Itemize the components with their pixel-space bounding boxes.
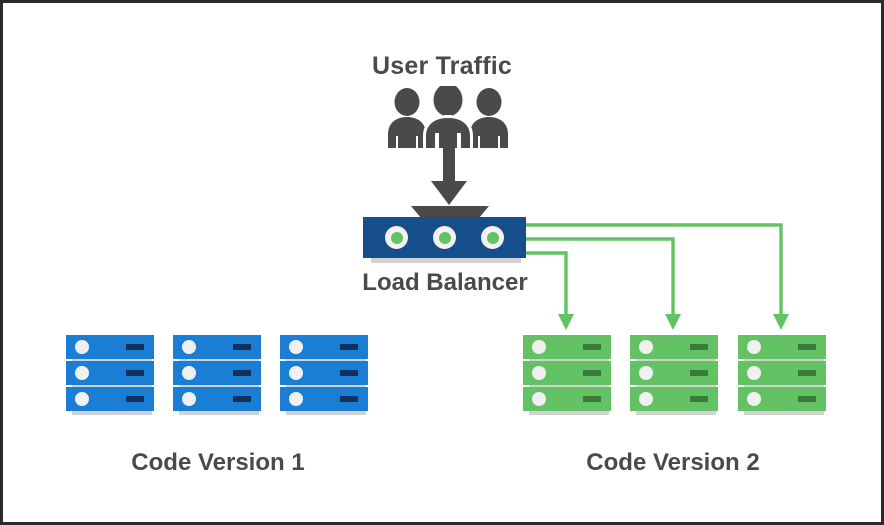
status-led-icon-2 (433, 226, 456, 249)
server-rack-green-1[interactable] (523, 335, 611, 415)
user-traffic-label: User Traffic (372, 52, 512, 80)
unit-shadow (72, 411, 152, 415)
server-unit (523, 335, 611, 363)
status-led-icon (182, 366, 196, 380)
load-balancer-lid-icon (411, 206, 489, 218)
server-unit (66, 335, 154, 363)
server-unit (630, 387, 718, 415)
drive-slot-icon (340, 396, 358, 402)
unit-shadow (286, 411, 366, 415)
status-led-icon (747, 392, 761, 406)
server-unit (173, 387, 261, 415)
load-balancer-label: Load Balancer (362, 269, 528, 296)
status-led-icon (747, 366, 761, 380)
drive-slot-icon (798, 370, 816, 376)
drive-slot-icon (126, 370, 144, 376)
status-led-icon (532, 340, 546, 354)
status-led-icon (75, 340, 89, 354)
server-unit (173, 361, 261, 389)
server-unit (66, 361, 154, 389)
drive-slot-icon (583, 396, 601, 402)
status-led-icon (289, 392, 303, 406)
drive-slot-icon (798, 396, 816, 402)
server-unit (738, 387, 826, 415)
drive-slot-icon (233, 370, 251, 376)
drive-slot-icon (583, 370, 601, 376)
server-unit (280, 335, 368, 363)
status-led-icon (639, 340, 653, 354)
cluster-label-code-version-1: Code Version 1 (131, 449, 305, 476)
drive-slot-icon (690, 396, 708, 402)
status-led-icon (532, 392, 546, 406)
unit-shadow (529, 411, 609, 415)
unit-shadow (636, 411, 716, 415)
server-unit (523, 361, 611, 389)
status-led-icon (639, 392, 653, 406)
status-led-icon (289, 340, 303, 354)
server-unit (280, 361, 368, 389)
server-rack-blue-3[interactable] (280, 335, 368, 415)
connector-arrowhead-1 (558, 314, 574, 330)
status-led-icon (639, 366, 653, 380)
connector-arrowhead-3 (773, 314, 789, 330)
server-rack-green-3[interactable] (738, 335, 826, 415)
drive-slot-icon (690, 344, 708, 350)
drive-slot-icon (798, 344, 816, 350)
load-balancer-shadow (371, 257, 521, 263)
server-unit (630, 335, 718, 363)
drive-slot-icon (340, 370, 358, 376)
drive-slot-icon (583, 344, 601, 350)
status-led-icon (289, 366, 303, 380)
drive-slot-icon (126, 344, 144, 350)
status-led-icon (747, 340, 761, 354)
server-unit (280, 387, 368, 415)
server-rack-blue-1[interactable] (66, 335, 154, 415)
server-unit (738, 335, 826, 363)
status-led-icon-3 (481, 226, 504, 249)
status-led-icon (75, 366, 89, 380)
drive-slot-icon (340, 344, 358, 350)
arrow-down-icon (431, 148, 467, 205)
unit-shadow (744, 411, 824, 415)
drive-slot-icon (233, 344, 251, 350)
status-led-icon (182, 340, 196, 354)
server-unit (630, 361, 718, 389)
server-unit (738, 361, 826, 389)
server-unit (173, 335, 261, 363)
drive-slot-icon (126, 396, 144, 402)
load-balancer-node[interactable] (363, 217, 526, 258)
drive-slot-icon (233, 396, 251, 402)
server-unit (523, 387, 611, 415)
cluster-label-code-version-2: Code Version 2 (586, 449, 760, 476)
status-led-icon (182, 392, 196, 406)
connector-lines (526, 223, 789, 330)
unit-shadow (179, 411, 259, 415)
connector-arrowhead-2 (665, 314, 681, 330)
server-rack-green-2[interactable] (630, 335, 718, 415)
server-rack-blue-2[interactable] (173, 335, 261, 415)
status-led-icon (75, 392, 89, 406)
status-led-icon (532, 366, 546, 380)
drive-slot-icon (690, 370, 708, 376)
server-unit (66, 387, 154, 415)
status-led-icon-1 (385, 226, 408, 249)
users-group-icon (388, 86, 508, 148)
